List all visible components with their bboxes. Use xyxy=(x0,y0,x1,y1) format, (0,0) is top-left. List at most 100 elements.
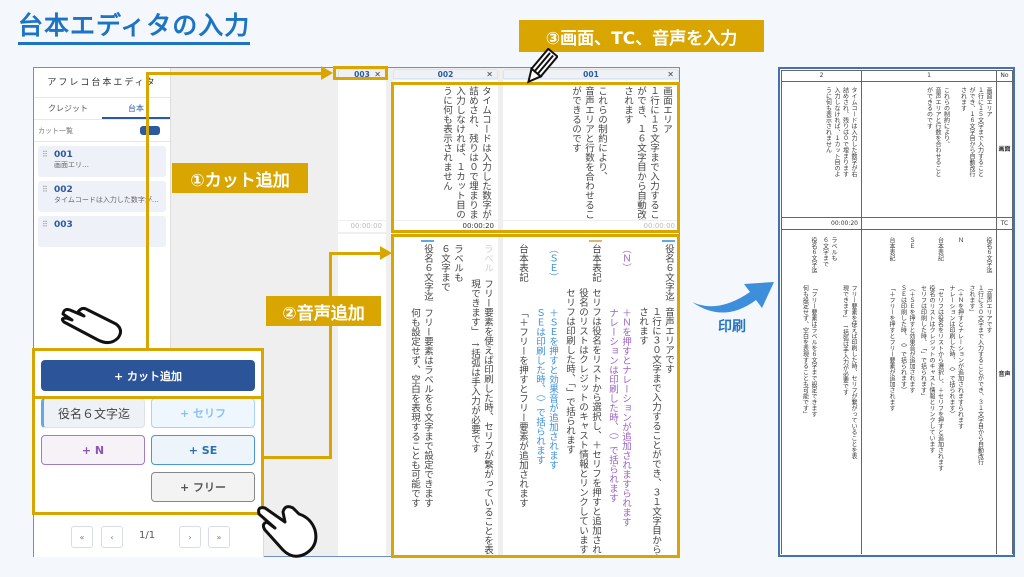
action-panel: + カット追加 役名６文字迄 + セリフ + N + SE + フリー « ‹ … xyxy=(34,350,264,557)
audio-text: フリー要素はラベルを６文字まで設定できます何も設定せず、空白を表現することも可能… xyxy=(408,302,434,508)
cut-list-item[interactable]: ⠿ 002 タイムコードは入力した数字が… xyxy=(38,181,166,212)
picture-text: タイムコードは入力した数字が右詰めされ、残りは０で埋まります入力しなければ、１カ… xyxy=(440,86,492,220)
text-line: されます xyxy=(637,307,648,345)
close-icon[interactable]: ✕ xyxy=(374,70,381,79)
text-line: ６文字まで xyxy=(821,237,829,267)
text-line: 「＋フリーを押すとフリー要素が追加されます xyxy=(888,285,895,411)
highlight-picture-area xyxy=(391,82,680,233)
text-line: されます xyxy=(959,87,967,111)
text-line: ＋Ｎを押すとナレーションが追加されますられます xyxy=(620,308,631,527)
print-audio-label: ＳＥ xyxy=(907,237,915,285)
timecode-field[interactable]: 00:00:00 xyxy=(503,221,679,232)
text-line: 役名のリストはクレジットのキャスト情報とリンクしています xyxy=(928,285,935,453)
cut-list-header: カット一覧 xyxy=(34,120,170,142)
timecode-field[interactable]: 00:00:00 xyxy=(338,221,386,232)
audio-area[interactable] xyxy=(338,234,386,556)
text-line: 役名６文字迄 xyxy=(810,237,817,273)
picture-area[interactable] xyxy=(338,80,386,220)
audio-text: セリフは役名をリストから選択し、＋セリフを押すと追加されます役名のリストはクレジ… xyxy=(563,282,602,556)
print-audio-label: Ｎ xyxy=(955,237,964,285)
text-line: 「セリフは役名をリストから選択し、＋セリフを押すと追加されます xyxy=(936,285,944,471)
picture-area[interactable]: タイムコードは入力した数字が右詰めされ、残りは０で埋まります入力しなければ、１カ… xyxy=(393,80,498,220)
cut-id: 003 xyxy=(54,220,73,230)
text-line xyxy=(950,87,959,212)
audio-text: フリー要素を使えば印刷した時、セリフが繋がっていることを表現できます」 ↑括弧は… xyxy=(468,273,494,555)
drag-handle-icon[interactable]: ⠿ xyxy=(42,150,48,159)
close-icon[interactable]: ✕ xyxy=(667,70,674,79)
text-line: 画面エリア xyxy=(985,87,992,117)
audio-area[interactable]: ラベルフリー要素を使えば印刷した時、セリフが繋がっていることを表現できます」 ↑… xyxy=(393,234,498,556)
add-serif-button[interactable]: + セリフ xyxy=(151,398,255,428)
text-line: ができ、１６文字目から自動改行 xyxy=(635,86,646,220)
text-line: フリー要素を使えば印刷した時、セリフが繋がっていることを表 xyxy=(850,285,857,459)
print-cut-number: 2 xyxy=(819,72,824,79)
add-narration-button[interactable]: + N xyxy=(41,435,145,465)
audio-label: 役名６文字迄 xyxy=(421,240,434,302)
table-border xyxy=(781,70,782,554)
text-line: タイムコードは入力した数字が右 xyxy=(850,87,857,177)
next-page-button[interactable]: › xyxy=(179,526,201,548)
cut-column: 003✕00:00:00 xyxy=(338,69,386,556)
text-line: フリー要素を使えば印刷した時、セリフが繋がっていることを表 xyxy=(482,278,493,555)
print-audio-text: 「＋フリーを押すとフリー要素が追加されます xyxy=(887,285,895,411)
add-se-button[interactable]: + SE xyxy=(151,435,255,465)
text-line: 詰めされ、残りは０で埋まります xyxy=(467,86,478,220)
table-border xyxy=(861,70,862,554)
print-cut-number: 1 xyxy=(927,72,931,79)
last-page-button[interactable]: » xyxy=(208,526,230,548)
first-page-button[interactable]: « xyxy=(71,526,93,548)
cut-id: 001 xyxy=(54,150,73,160)
cut-list-item[interactable]: ⠿ 003 xyxy=(38,216,166,247)
cut-list-item[interactable]: ⠿ 001 画面エリ… xyxy=(38,146,166,177)
audio-text: 「＋フリーを押すとフリー要素が追加されます xyxy=(516,302,529,508)
cut-list-add-button[interactable] xyxy=(140,126,160,135)
tab-script[interactable]: 台本 xyxy=(102,98,170,119)
audio-entry[interactable]: 役名６文字迄フリー要素はラベルを６文字まで設定できます何も設定せず、空白を表現す… xyxy=(408,240,434,550)
text-line: ラベル xyxy=(482,244,493,273)
arrow-line xyxy=(329,252,381,255)
table-border xyxy=(781,81,1012,82)
audio-entry[interactable]: 台本表記セリフは役名をリストから選択し、＋セリフを押すと追加されます役名のリスト… xyxy=(563,240,602,556)
text-line: 「フリー要素はラベルを６文字まで設定できます xyxy=(810,285,817,417)
add-cut-button[interactable]: + カット追加 xyxy=(41,360,255,391)
page-title: 台本エディタの入力 xyxy=(18,10,251,45)
add-free-button[interactable]: + フリー xyxy=(151,472,255,502)
cut-tab[interactable]: 002✕ xyxy=(393,69,498,79)
text-line: 役名のリストはクレジットのキャスト情報とリンクしています xyxy=(577,288,588,554)
close-icon[interactable]: ✕ xyxy=(486,70,493,79)
text-line: ナレーションは印刷した時、（）で括られます） xyxy=(948,285,955,417)
tab-credit[interactable]: クレジット xyxy=(48,104,88,113)
pencil-icon xyxy=(526,48,558,84)
label-color-bar xyxy=(589,240,602,242)
text-line: フリー要素はラベルを６文字まで設定できます xyxy=(422,308,433,508)
label-color-bar xyxy=(421,240,434,242)
drag-handle-icon[interactable]: ⠿ xyxy=(42,220,48,229)
pointing-hand-icon xyxy=(257,505,318,558)
text-line: １行に３０文字まで入力することができ、３１文字目から自動改行 xyxy=(650,307,661,556)
audio-entry[interactable]: （Ｎ）＋Ｎを押すとナレーションが追加されますられますナレーションは印刷した時、（… xyxy=(606,240,632,550)
audio-label: ラベル xyxy=(481,240,494,273)
print-audio-label: 台本表記 xyxy=(935,237,944,285)
cut-tab[interactable]: 001✕ xyxy=(503,69,679,79)
prev-page-button[interactable]: ‹ xyxy=(101,526,123,548)
audio-entry[interactable]: ラベルフリー要素を使えば印刷した時、セリフが繋がっていることを表現できます」 ↑… xyxy=(468,240,494,554)
text-line: 「＋フリーを押すとフリー要素が追加されます xyxy=(517,308,528,508)
drag-handle-icon[interactable]: ⠿ xyxy=(42,185,48,194)
timecode-field[interactable]: 00:00:20 xyxy=(393,221,498,232)
audio-entry[interactable]: 台本表記「＋フリーを押すとフリー要素が追加されます xyxy=(516,240,529,550)
highlight-audio-area xyxy=(391,234,680,558)
audio-label: 台本表記 xyxy=(516,240,529,302)
text-line: ＋ＳＥを押すと効果音が追加されます xyxy=(547,308,558,470)
arrow-line xyxy=(146,72,149,349)
